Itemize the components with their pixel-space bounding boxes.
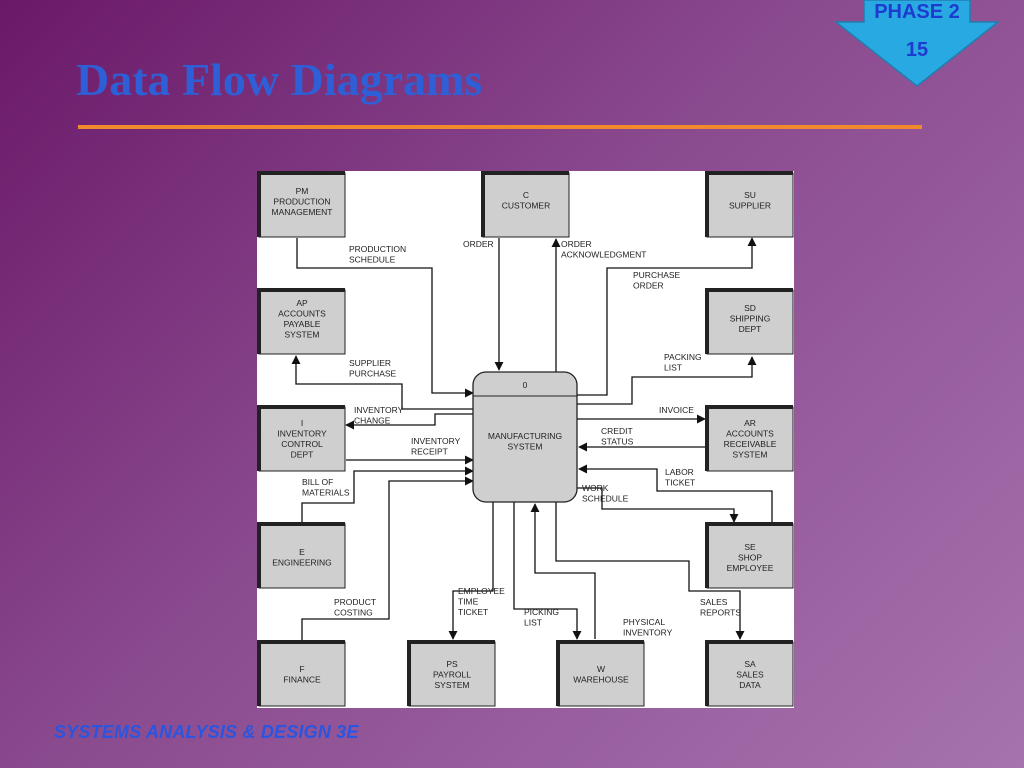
flow-label-order: ORDER bbox=[463, 239, 494, 249]
phase-arrow-badge bbox=[834, 0, 1000, 87]
process-id: 0 bbox=[523, 380, 528, 390]
course-footer: SYSTEMS ANALYSIS & DESIGN 3E bbox=[54, 722, 359, 742]
flow-label-invoice: INVOICE bbox=[659, 405, 694, 415]
phase-label: PHASE 2 bbox=[874, 1, 960, 23]
title-underline bbox=[78, 125, 922, 129]
page-number: 15 bbox=[905, 39, 929, 61]
flow-lines bbox=[291, 237, 773, 641]
slide-title: Data Flow Diagrams bbox=[76, 54, 483, 105]
